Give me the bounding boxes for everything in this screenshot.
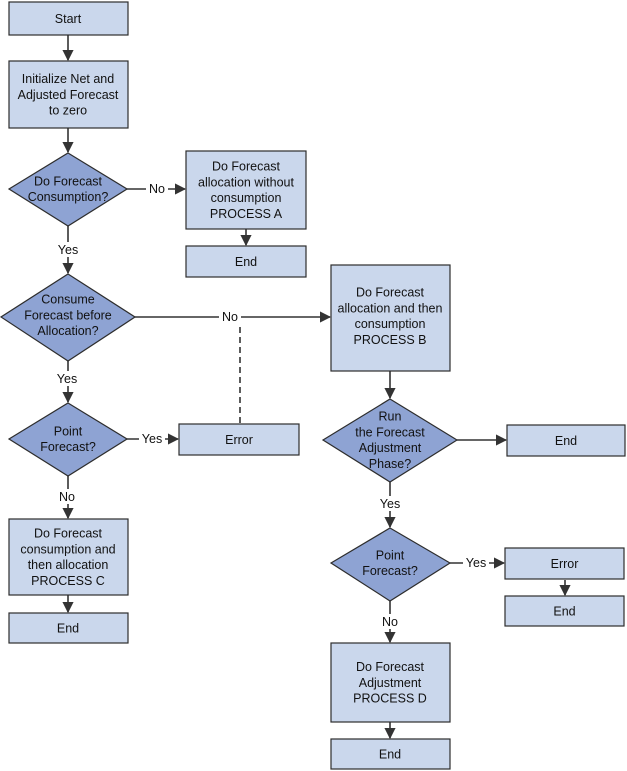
node-label-line: PROCESS D (353, 692, 427, 706)
connectors (62, 35, 571, 740)
end-a-text: End (235, 255, 257, 269)
start-box (8, 1, 129, 36)
label-point-left-yes: Yes (142, 432, 162, 446)
node-label-line: to zero (49, 104, 87, 118)
node-label-line: Error (551, 557, 579, 571)
node-label-line: End (555, 434, 577, 448)
node-label-line: Point (54, 424, 83, 438)
node-label-line: End (235, 255, 257, 269)
node-label-line: Phase? (369, 457, 411, 471)
error-left-text: Error (225, 433, 253, 447)
error-right-box (504, 547, 625, 580)
end-run-text: End (555, 434, 577, 448)
end-error-right-text: End (553, 604, 575, 618)
end-error-right-box (504, 595, 625, 627)
end-run-box (506, 424, 626, 457)
node-label-line: Forecast? (40, 440, 96, 454)
node-label-line: Do Forecast (34, 527, 103, 541)
end-d-box (330, 738, 451, 770)
decision-run-adjust (321, 398, 459, 483)
node-label-line: consumption (211, 191, 282, 205)
process-b-box (330, 264, 451, 372)
node-label-line: Forecast? (362, 564, 418, 578)
edge-labels: No Yes No Yes Yes No Yes Yes No (53, 181, 489, 629)
node-label-line: End (57, 621, 79, 635)
node-label-line: Consume (41, 293, 95, 307)
end-c-box (8, 612, 129, 644)
start-text: Start (55, 12, 82, 26)
node-label-line: PROCESS C (31, 574, 105, 588)
label-point-left-no: No (59, 490, 75, 504)
label-point-right-yes: Yes (466, 556, 486, 570)
decision-consumption (7, 152, 129, 227)
end-a-box (185, 245, 307, 278)
node-label-line: Adjusted Forecast (18, 88, 119, 102)
process-c-box (8, 518, 129, 596)
init-box (8, 60, 129, 129)
node-label-line: Do Forecast (356, 286, 425, 300)
node-label-line: Point (376, 548, 405, 562)
process-d-box (330, 642, 451, 723)
node-label-line: Initialize Net and (22, 72, 114, 86)
node-label-line: PROCESS A (210, 207, 283, 221)
node-label-line: allocation without (198, 175, 294, 189)
node-label-line: Adjustment (359, 441, 422, 455)
label-consume-before-no: No (222, 310, 238, 324)
node-label-line: Adjustment (359, 676, 422, 690)
label-run-adjust-yes: Yes (380, 497, 400, 511)
node-label-line: Allocation? (37, 324, 98, 338)
end-c-text: End (57, 621, 79, 635)
label-consumption-no: No (149, 182, 165, 196)
node-label-line: Run (379, 410, 402, 424)
node-label-line: Error (225, 433, 253, 447)
node-label-line: Do Forecast (34, 174, 103, 188)
node-label-line: Do Forecast (212, 160, 281, 174)
node-label-line: consumption (355, 317, 426, 331)
node-label-line: PROCESS B (354, 333, 427, 347)
node-label-line: Do Forecast (356, 660, 425, 674)
decision-consume-before (0, 273, 137, 362)
decision-point-right (329, 527, 452, 602)
decision-point-left (7, 402, 129, 477)
label-point-right-no: No (382, 615, 398, 629)
end-d-text: End (379, 747, 401, 761)
error-right-text: Error (551, 557, 579, 571)
node-label-line: End (379, 747, 401, 761)
node-label-line: then allocation (28, 558, 109, 572)
node-label-line: allocation and then (338, 301, 443, 315)
node-label-line: Consumption? (28, 190, 109, 204)
process-a-box (185, 150, 307, 230)
node-label-line: Start (55, 12, 82, 26)
label-consume-before-yes: Yes (57, 372, 77, 386)
error-left-box (178, 423, 300, 456)
node-label-line: Forecast before (24, 308, 112, 322)
node-label-line: End (553, 604, 575, 618)
label-consumption-yes: Yes (58, 243, 78, 257)
node-label-line: consumption and (20, 542, 115, 556)
node-label-line: the Forecast (355, 425, 425, 439)
